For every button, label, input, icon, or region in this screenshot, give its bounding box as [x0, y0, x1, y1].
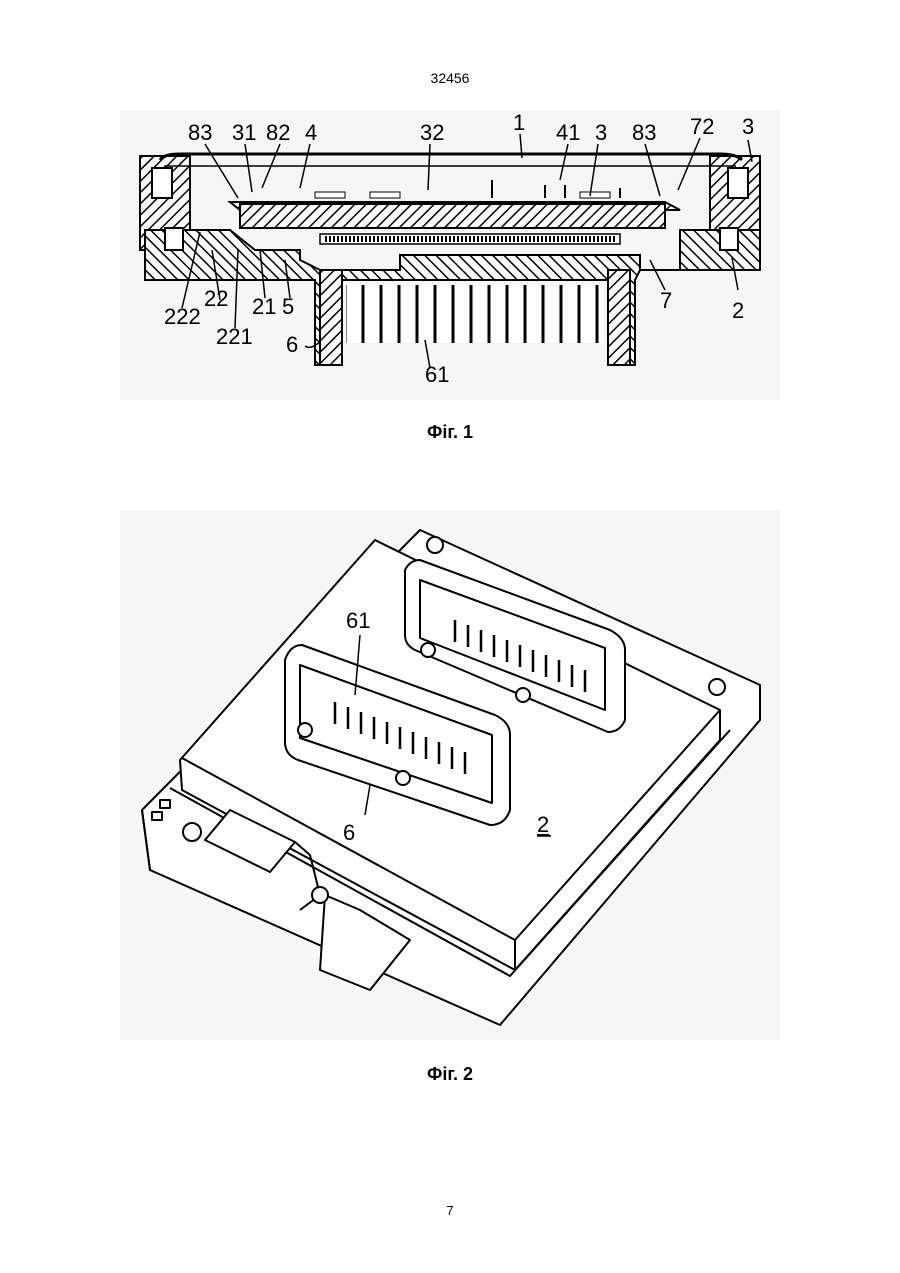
fig2-label-61: 61	[346, 608, 370, 633]
label-5: 5	[282, 294, 294, 319]
label-3-middle: 3	[595, 120, 607, 145]
figure-1-caption: Фіг. 1	[0, 422, 900, 443]
figure-2-drawing: 61 6 2	[120, 510, 780, 1040]
label-221: 221	[216, 324, 253, 349]
figure-1-drawing: 83 31 82 4 32 1 41 3 83 72 3 222 22 221 …	[120, 110, 780, 400]
label-82: 82	[266, 120, 290, 145]
page-number: 7	[0, 1203, 900, 1218]
label-22: 22	[204, 286, 228, 311]
label-1: 1	[513, 110, 525, 135]
label-72: 72	[690, 114, 714, 139]
document-number: 32456	[0, 70, 900, 86]
label-21: 21	[252, 294, 276, 319]
label-7: 7	[660, 288, 672, 313]
label-2: 2	[732, 298, 744, 323]
label-4: 4	[305, 120, 317, 145]
label-61: 61	[425, 362, 449, 387]
fig2-label-6: 6	[343, 820, 355, 845]
figure-2-caption: Фіг. 2	[0, 1064, 900, 1085]
label-83-left: 83	[188, 120, 212, 145]
label-3-right: 3	[742, 114, 754, 139]
label-41: 41	[556, 120, 580, 145]
fig2-label-2: 2	[537, 812, 549, 837]
label-31: 31	[232, 120, 256, 145]
label-6: 6	[286, 332, 298, 357]
label-222: 222	[164, 304, 201, 329]
label-83-right: 83	[632, 120, 656, 145]
label-32: 32	[420, 120, 444, 145]
